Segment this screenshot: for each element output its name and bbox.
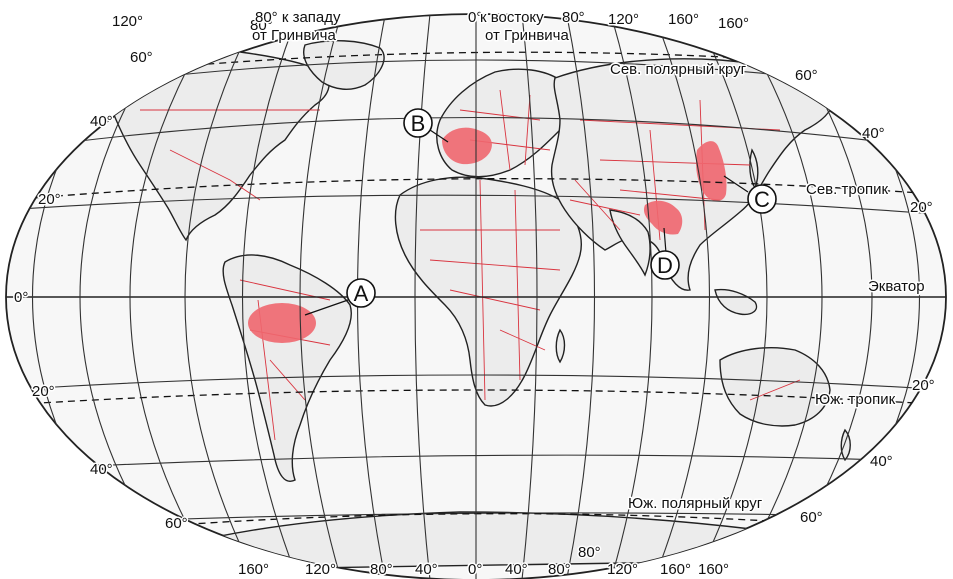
top-label-e160: 160° [668,11,699,28]
top-label-w80: 80° к западу [255,9,341,26]
marker-a: A [346,278,376,308]
top-label-east-text-2: от Гринвича [485,27,569,44]
tropic-of-cancer-line [7,178,946,201]
top-label-w80-2: от Гринвича [252,27,336,44]
top-label-w120: 120° [112,13,143,30]
africa [394,176,582,407]
left-label-m40: 40° [90,461,113,478]
left-label-p40: 40° [90,113,113,130]
top-label-east-text: к востоку [480,9,544,26]
tropic-of-capricorn-label: Юж. тропик [815,391,896,408]
top-label-zero: 0° [468,9,482,26]
north-america [107,50,330,242]
bottom-meridian-labels: 160° 120° 80° 40° 0° 40° 80° 80° 120° 16… [237,543,731,579]
top-label-e120: 120° [608,11,639,28]
equator-label: Экватор [868,278,925,295]
marker-leaders [304,129,749,316]
graticule-meridians [31,14,921,579]
left-label-m20: 20° [32,383,55,400]
bottom-label-w40: 40° [415,561,438,578]
parallel-40n [9,116,946,151]
region-b-western-europe [442,127,492,165]
india [609,209,651,277]
right-label-p20: 20° [910,199,933,216]
new-zealand [840,428,851,462]
bottom-label-e160: 160° [660,561,691,578]
right-label-p60: 60° [795,67,818,84]
left-label-p60: 60° [130,49,153,66]
left-label-m60: 60° [165,515,188,532]
bottom-label-e120: 120° [607,561,638,578]
marker-b: B [403,108,433,138]
top-label-e80: 80° [562,9,585,26]
top-label-w160: 80° [250,17,273,34]
named-line-labels: Сев. полярный круг Сев. тропик Экватор Ю… [609,60,927,514]
bottom-label-w80: 80° [370,561,393,578]
right-parallel-labels: 60° 40° 20° 20° 40° 60° [794,66,937,528]
region-a-amazon [248,303,316,343]
bottom-label-w120: 120° [305,561,336,578]
region-d-indochina [643,200,683,235]
bottom-label-zero: 0° [468,561,482,578]
bottom-label-e80: 80° [548,561,571,578]
parallel-40s [9,454,946,471]
marker-c-letter: C [754,187,770,212]
antarctic-circle-label: Юж. полярный круг [628,495,763,512]
marker-c: C [747,184,777,214]
right-label-m20: 20° [912,377,935,394]
region-c-east-china [696,141,727,202]
australia [719,347,831,427]
madagascar [555,328,566,364]
marker-a-letter: A [354,281,369,306]
marker-d: D [650,250,680,280]
left-label-p0: 0° [14,289,28,306]
bottom-label-w160: 160° [238,561,269,578]
marker-b-letter: B [411,111,426,136]
tropic-of-cancer-label: Сев. тропик [806,181,889,198]
greenland [303,40,385,90]
tropic-of-capricorn-line [7,389,946,406]
right-label-p40: 40° [862,125,885,142]
bottom-label-e160b: 160° [698,561,729,578]
bottom-label-e40: 40° [505,561,528,578]
left-parallel-labels: 60° 40° 20° 0° 20° 40° 60° [13,48,190,534]
continents [107,40,851,571]
left-label-p20: 20° [38,191,61,208]
right-label-m60: 60° [800,509,823,526]
bottom-label-e80b: 80° [578,544,601,561]
top-label-e160b: 160° [718,15,749,32]
southeast-asia-islands [714,288,758,316]
marker-d-letter: D [657,253,673,278]
right-label-m40: 40° [870,453,893,470]
arctic-circle-label: Сев. полярный круг [610,61,747,78]
highlighted-regions [248,127,727,343]
top-meridian-labels: 80° 120° 80° к западу от Гринвича 0° к в… [111,8,751,46]
